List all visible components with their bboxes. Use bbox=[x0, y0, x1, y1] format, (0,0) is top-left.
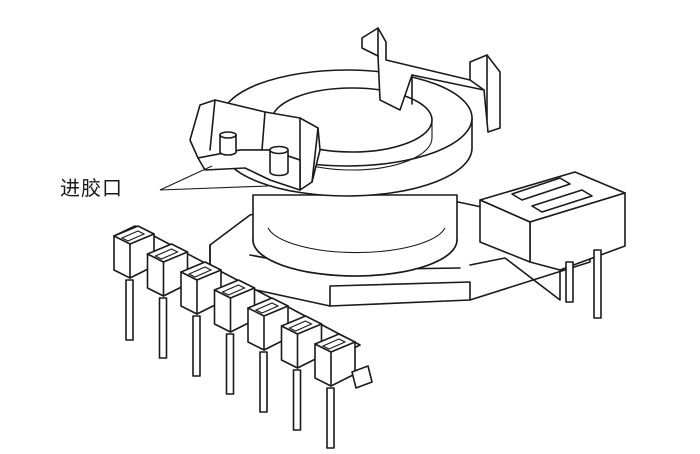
gate-annotation-label: 进胶口 bbox=[60, 176, 123, 200]
right-terminal-block bbox=[469, 171, 626, 319]
terminal-pin-1 bbox=[125, 279, 134, 341]
terminal-1 bbox=[113, 225, 155, 341]
terminal-pin-5 bbox=[259, 351, 268, 413]
terminal-pin-2 bbox=[158, 297, 168, 359]
left-terminal-rail bbox=[113, 225, 373, 449]
annotation-leader-lines bbox=[159, 165, 269, 191]
terminal-pin-7 bbox=[326, 387, 335, 449]
terminal-7 bbox=[314, 333, 356, 449]
gate-pin-2 bbox=[269, 145, 289, 177]
terminal-6 bbox=[280, 315, 323, 431]
gate-pin-1 bbox=[219, 131, 237, 156]
terminal-pin-6 bbox=[292, 369, 302, 431]
winding-barrel bbox=[252, 194, 458, 277]
rear-clip bbox=[361, 27, 501, 133]
terminal-pin-4 bbox=[225, 333, 235, 395]
terminal-4 bbox=[213, 279, 256, 395]
terminal-pin-3 bbox=[192, 315, 201, 377]
end-hook bbox=[351, 365, 373, 389]
